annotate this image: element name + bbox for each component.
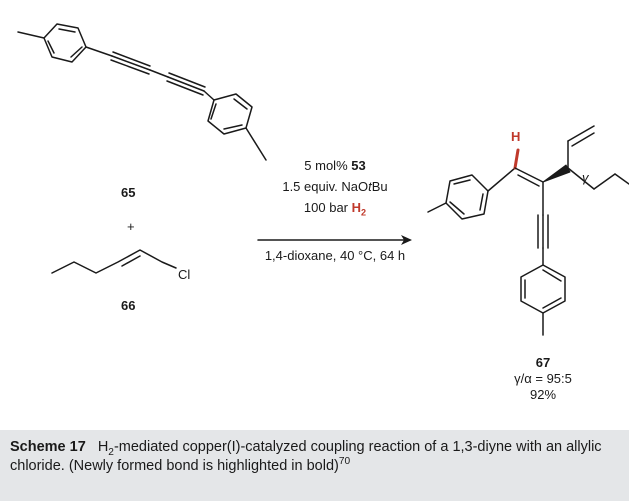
compound-label-67: 67: [535, 355, 551, 370]
reaction-yield: 92%: [529, 387, 557, 402]
caption-box: Scheme 17 H2-mediated copper(I)-catalyze…: [0, 430, 629, 501]
product-67-structure: [427, 125, 629, 336]
gamma-position-label: γ: [582, 170, 589, 185]
compound-label-65: 65: [121, 185, 136, 200]
plus-sign: +: [127, 219, 135, 234]
structure-drawing: [17, 23, 629, 336]
scheme-number: Scheme 17: [10, 439, 86, 455]
base-line: 1.5 equiv. NaOtBu: [282, 179, 388, 194]
solvent-conditions-line: 1,4-dioxane, 40 °C, 64 h: [264, 248, 406, 263]
scheme-caption: Scheme 17 H2-mediated copper(I)-catalyze…: [10, 439, 602, 474]
hydrogen-atom-label: H: [511, 129, 521, 144]
catalyst-line: 5 mol% 53: [304, 158, 366, 173]
diyne-65-structure: [17, 23, 267, 161]
hydrogen-pressure-line: 100 bar H2: [303, 200, 367, 218]
compound-label-66: 66: [121, 298, 136, 313]
selectivity-ratio: γ/α = 95:5: [514, 371, 572, 386]
chlorine-atom-label: Cl: [178, 267, 191, 282]
reaction-arrow: [257, 235, 412, 245]
allyl-chloride-66-structure: [51, 249, 177, 274]
reaction-scheme: 65 + Cl 66 H γ 5 mol% 53 1.5 equiv. NaOt…: [17, 23, 629, 402]
reference-number: 70: [338, 456, 351, 468]
